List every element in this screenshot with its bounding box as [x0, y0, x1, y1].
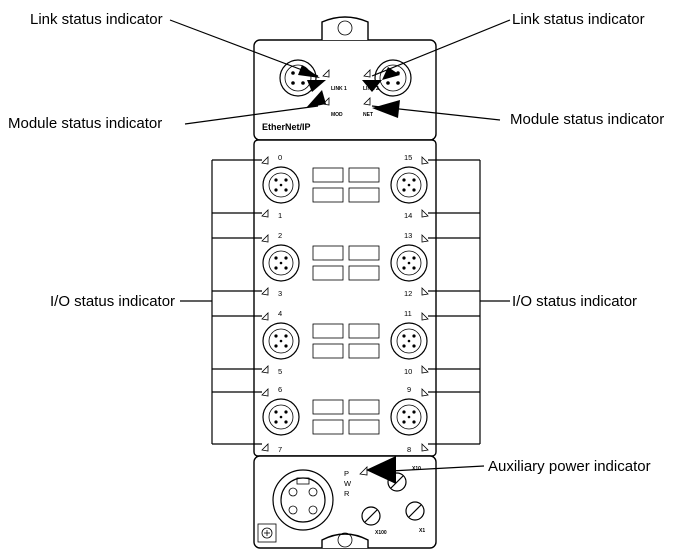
pwr-label-r: R	[344, 489, 350, 498]
callout-module-status-right: Module status indicator	[510, 111, 664, 128]
io-number-3: 3	[278, 289, 282, 298]
io-number-15: 15	[404, 153, 412, 162]
rotary-switch-x10	[387, 472, 407, 492]
io-number-14: 14	[404, 211, 412, 220]
io-connectors	[262, 166, 428, 436]
callout-arrows-top	[169, 19, 511, 125]
io-brackets-right	[428, 159, 510, 445]
callout-aux-power: Auxiliary power indicator	[488, 458, 651, 475]
io-number-4: 4	[278, 309, 282, 318]
callout-link-status-left: Link status indicator	[30, 11, 163, 28]
io-led-icons	[261, 156, 429, 452]
brand-label: EtherNet/IP	[262, 122, 311, 132]
callout-link-status-right: Link status indicator	[512, 11, 645, 28]
x100-label: X100	[375, 530, 387, 536]
io-number-13: 13	[404, 231, 412, 240]
power-connector	[272, 469, 334, 531]
callout-io-status-left: I/O status indicator	[50, 293, 175, 310]
net-label: NET	[363, 112, 373, 118]
io-number-11: 11	[404, 309, 412, 318]
io-number-0: 0	[278, 153, 282, 162]
io-number-7: 7	[278, 445, 282, 454]
mod-label: MOD	[331, 112, 343, 118]
aux-power-arrow	[366, 456, 485, 484]
callout-module-status-left: Module status indicator	[8, 115, 162, 132]
callout-io-status-right: I/O status indicator	[512, 293, 637, 310]
io-number-12: 12	[404, 289, 412, 298]
io-brackets-left	[180, 159, 262, 445]
io-number-10: 10	[404, 367, 412, 376]
io-number-2: 2	[278, 231, 282, 240]
x10-label: X10	[412, 466, 421, 472]
pwr-led-icon	[359, 466, 368, 476]
ground-icon	[257, 523, 277, 543]
rotary-switch-x1	[405, 501, 425, 521]
center-ribbing	[312, 167, 380, 435]
pwr-label-p: P	[344, 469, 349, 478]
x1-label: X1	[419, 528, 425, 534]
io-number-5: 5	[278, 367, 282, 376]
io-number-6: 6	[278, 385, 282, 394]
link1-label: LINK 1	[331, 86, 347, 92]
io-number-8: 8	[407, 445, 411, 454]
io-number-1: 1	[278, 211, 282, 220]
io-number-9: 9	[407, 385, 411, 394]
status-led-icons-top	[322, 69, 371, 106]
rotary-switch-x100	[361, 506, 381, 526]
pwr-label-w: W	[344, 479, 352, 488]
